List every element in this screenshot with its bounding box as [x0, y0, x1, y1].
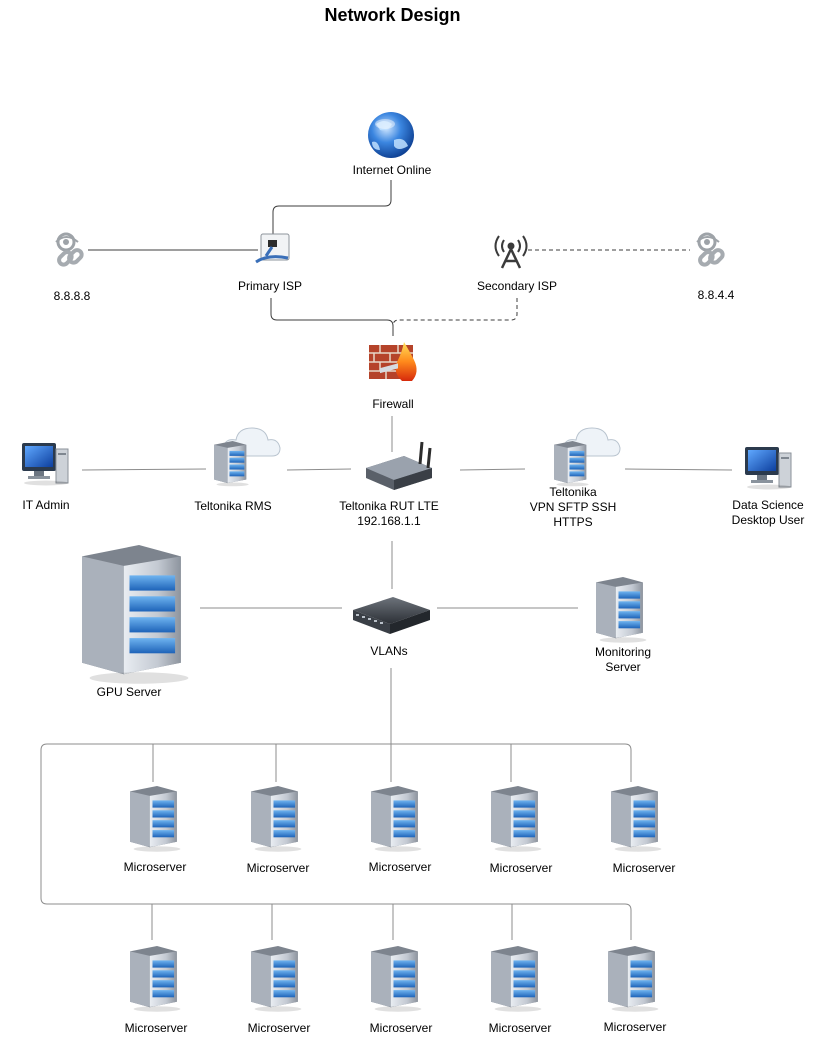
- microserver-icon: [491, 946, 542, 1012]
- microserver-icon: [608, 946, 659, 1012]
- gpu-server-icon: [82, 545, 189, 684]
- dns-primary-label: 8.8.8.8: [53, 289, 91, 303]
- microserver-label: Microserver: [369, 1021, 433, 1035]
- vpn-line-1: Teltonika: [549, 485, 597, 499]
- monitoring-line-2: Server: [605, 660, 641, 674]
- microserver-icon: [371, 946, 422, 1012]
- connection-lines: [40, 180, 733, 940]
- switch-icon: [353, 597, 430, 634]
- router-name: Teltonika RUT LTE: [339, 499, 439, 513]
- secondary-links: [392, 249, 690, 327]
- primary-isp-modem-icon: [255, 233, 290, 264]
- rms-cloud-server-icon: [214, 427, 281, 487]
- diagram-title: Network Design: [324, 5, 461, 25]
- it-admin-pc-icon: [21, 442, 69, 486]
- firewall-icon: [369, 342, 417, 381]
- router-label: Teltonika RUT LTE 192.168.1.1: [339, 499, 439, 529]
- monitoring-label: Monitoring Server: [595, 645, 651, 675]
- secondary-isp-label: Secondary ISP: [476, 279, 558, 293]
- primary-isp-label: Primary ISP: [237, 279, 303, 293]
- microserver-icon: [130, 946, 181, 1012]
- microserver-icon: [611, 786, 662, 852]
- internet-globe-icon: [368, 112, 414, 158]
- microserver-label: Microserver: [247, 1021, 311, 1035]
- microserver-label: Microserver: [612, 861, 676, 875]
- internet-label: Internet Online: [352, 163, 432, 177]
- dns-primary-icon: [54, 232, 86, 269]
- router-ip: 192.168.1.1: [357, 514, 421, 528]
- rms-label: Teltonika RMS: [194, 499, 272, 513]
- ds-user-label: Data Science Desktop User: [732, 498, 805, 528]
- microserver-label: Microserver: [123, 860, 187, 874]
- vpn-line-2: VPN SFTP SSH: [529, 500, 617, 514]
- dns-secondary-icon: [695, 232, 727, 269]
- antenna-icon: [494, 235, 528, 269]
- vpn-cloud-server-icon: [554, 427, 621, 487]
- vpn-label: Teltonika VPN SFTP SSH HTTPS: [530, 485, 616, 530]
- ds-user-line-2: Desktop User: [731, 513, 805, 527]
- switch-label: VLANs: [370, 644, 408, 658]
- monitoring-server-icon: [596, 577, 647, 643]
- microserver-icon: [130, 786, 181, 852]
- microserver-label: Microserver: [603, 1020, 667, 1034]
- ds-user-line-1: Data Science: [732, 498, 804, 512]
- vpn-line-3: HTTPS: [553, 515, 593, 529]
- microserver-icon: [491, 786, 542, 852]
- microserver-icon: [371, 786, 422, 852]
- microserver-label: Microserver: [488, 1021, 552, 1035]
- dns-secondary-label: 8.8.4.4: [697, 288, 735, 302]
- microserver-row-1: [130, 786, 662, 852]
- gpu-server-label: GPU Server: [96, 685, 162, 699]
- microserver-label: Microserver: [489, 861, 553, 875]
- microserver-row-2: [130, 946, 659, 1012]
- microserver-icon: [251, 786, 302, 852]
- monitoring-line-1: Monitoring: [594, 645, 652, 659]
- microserver-icon: [251, 946, 302, 1012]
- microserver-label: Microserver: [124, 1021, 188, 1035]
- microserver-label: Microserver: [246, 861, 310, 875]
- firewall-label: Firewall: [372, 397, 414, 411]
- microserver-label: Microserver: [368, 860, 432, 874]
- router-icon: [366, 363, 432, 490]
- it-admin-label: IT Admin: [22, 498, 70, 512]
- ds-user-pc-icon: [744, 446, 792, 490]
